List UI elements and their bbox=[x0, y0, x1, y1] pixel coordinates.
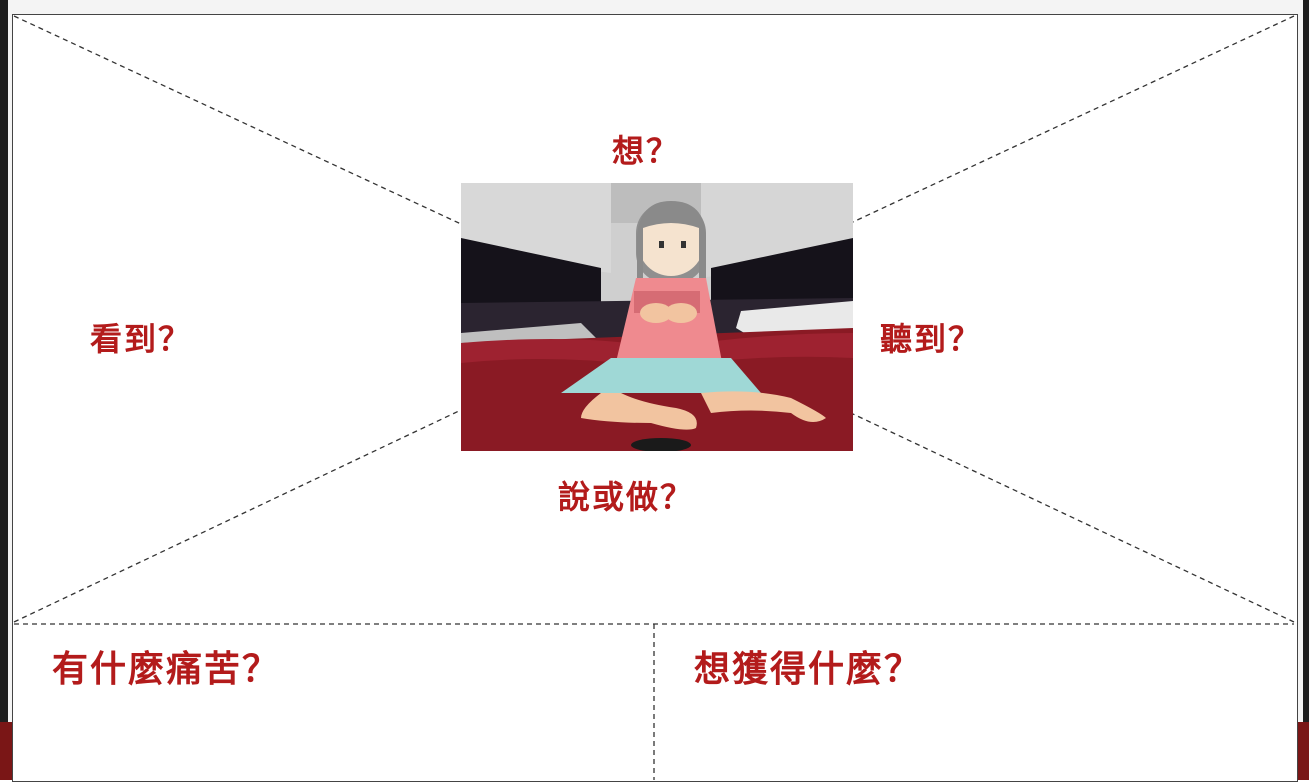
girl-sitting-illustration-icon bbox=[461, 183, 853, 451]
diagonal-top-right bbox=[852, 15, 1295, 223]
diagonal-bottom-left bbox=[13, 409, 462, 623]
left-red-corner bbox=[0, 722, 14, 780]
dark-band bbox=[461, 238, 601, 313]
left-dark-border bbox=[0, 0, 8, 780]
diagonal-bottom-right bbox=[852, 413, 1295, 623]
right-red-corner bbox=[1297, 722, 1309, 780]
think-label: 想？ bbox=[612, 132, 681, 170]
say-or-do-label: 說或做？ bbox=[558, 478, 695, 516]
right-dark-border bbox=[1303, 0, 1309, 780]
see-label: 看到？ bbox=[90, 320, 193, 358]
hear-label: 聽到？ bbox=[880, 320, 983, 358]
girl-sitting-image bbox=[461, 183, 853, 451]
gain-label: 想獲得什麼？ bbox=[694, 649, 923, 690]
diagonal-top-left bbox=[13, 15, 462, 225]
pain-label: 有什麼痛苦？ bbox=[52, 649, 281, 690]
